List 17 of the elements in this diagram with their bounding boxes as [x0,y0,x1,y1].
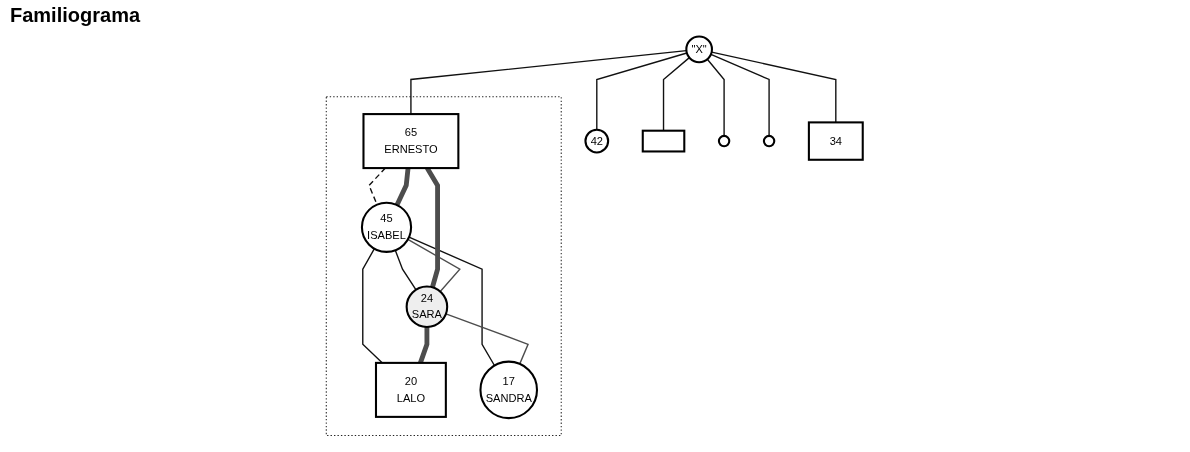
node-circle: 45 ISABEL [361,201,413,253]
connector [407,238,462,293]
connector [445,313,530,365]
node-circle [718,134,731,148]
node-box: 65 ERNESTO [362,113,460,170]
connector [596,52,689,131]
node-box: 20 LALO [375,361,448,418]
node-circle: "X" [685,35,714,64]
node-circle: 17 SANDRA [479,360,539,420]
node-circle: 24 SARA [406,285,449,329]
node-circle [763,134,776,148]
diagram-title: Familiograma [10,4,142,27]
node-box [642,129,686,153]
cluster [326,96,563,436]
node-box: 34 [808,121,865,161]
node-circle: 42 [584,128,610,154]
connector [707,58,726,137]
